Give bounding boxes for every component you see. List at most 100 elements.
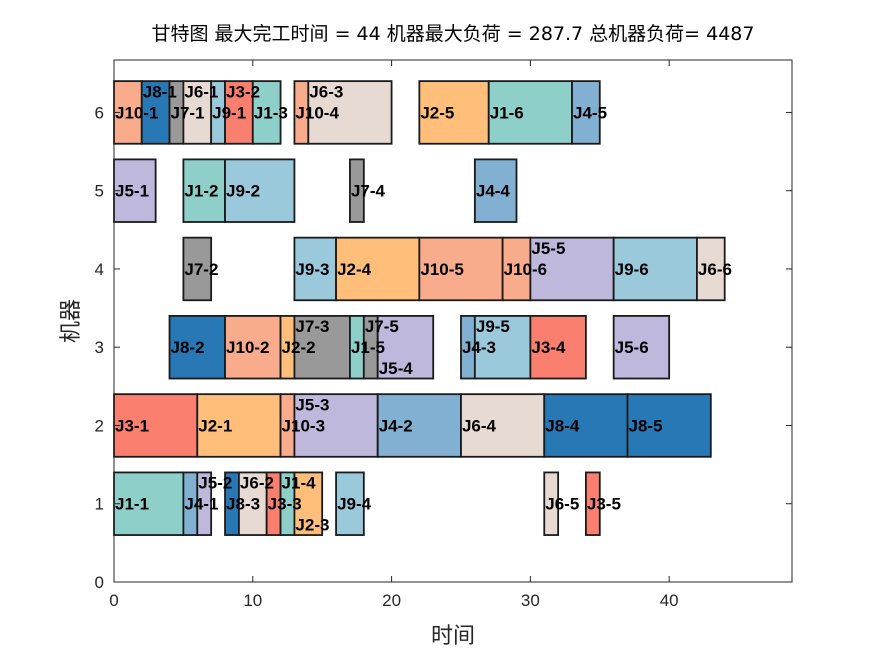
task-label: J6-3	[309, 82, 343, 101]
y-tick-label: 1	[95, 495, 104, 514]
task-bar	[418, 236, 504, 302]
task-label: J6-1	[184, 82, 218, 101]
task-bar	[182, 158, 226, 223]
chart-title: 甘特图 最大完工时间 = 44 机器最大负荷 = 287.7 总机器负荷= 44…	[151, 23, 754, 45]
task-bar	[529, 315, 587, 380]
task-label: J10-6	[504, 260, 547, 279]
task-bar	[293, 236, 337, 302]
task-label: J10-5	[420, 260, 463, 279]
task-label: J2-3	[295, 516, 329, 535]
task-label: J6-4	[462, 416, 497, 435]
task-label: J8-5	[629, 416, 663, 435]
y-tick-label: 6	[95, 103, 104, 122]
task-bar	[168, 315, 226, 380]
task-label: J3-5	[587, 495, 621, 514]
task-bar	[224, 315, 282, 380]
task-bar	[196, 393, 282, 458]
task-label: J4-5	[573, 103, 607, 122]
task-label: J8-3	[226, 495, 260, 514]
task-label: J5-1	[115, 182, 149, 201]
y-tick-label: 2	[95, 416, 104, 435]
task-bar	[113, 471, 185, 536]
task-label: J3-4	[531, 338, 566, 357]
task-label: J1-5	[351, 338, 385, 357]
task-bar	[612, 236, 698, 302]
task-bar	[418, 80, 490, 145]
task-bar	[584, 471, 601, 536]
task-label: J1-3	[254, 103, 288, 122]
task-bar	[293, 393, 379, 458]
task-bar	[113, 158, 157, 223]
x-tick-label: 0	[109, 591, 118, 610]
task-bar	[293, 471, 324, 536]
task-bar	[349, 158, 365, 223]
task-label: J6-6	[698, 260, 732, 279]
task-label: J3-3	[268, 495, 302, 514]
task-label: J4-3	[462, 338, 496, 357]
task-label: J10-1	[115, 103, 158, 122]
task-label: J9-2	[226, 182, 260, 201]
task-label: J3-1	[115, 416, 149, 435]
task-bar	[626, 393, 712, 458]
y-tick-label: 3	[95, 338, 104, 357]
task-bar	[251, 80, 282, 145]
task-label: J2-5	[420, 103, 454, 122]
task-label: J4-2	[379, 416, 413, 435]
task-label: J4-4	[476, 182, 511, 201]
task-bar	[224, 158, 296, 223]
task-label: J8-1	[143, 82, 177, 101]
task-label: J10-3	[282, 416, 325, 435]
task-label: J7-1	[171, 103, 205, 122]
task-bar	[473, 158, 518, 223]
task-label: J9-6	[615, 260, 649, 279]
x-tick-label: 40	[660, 591, 679, 610]
bars	[113, 80, 726, 536]
task-label: J6-5	[545, 495, 579, 514]
x-tick-label: 20	[382, 591, 401, 610]
task-label: J7-3	[295, 317, 329, 336]
task-bar	[335, 471, 365, 536]
task-label: J2-1	[198, 416, 232, 435]
task-bar	[376, 393, 462, 458]
task-label: J1-1	[115, 495, 149, 514]
task-bar	[140, 80, 171, 145]
y-axis-label: 机器	[59, 299, 84, 343]
task-label: J3-2	[226, 82, 260, 101]
task-label: J10-2	[226, 338, 269, 357]
task-bar	[238, 471, 268, 536]
task-label: J9-4	[337, 495, 372, 514]
task-label: J7-5	[365, 317, 399, 336]
y-tick-label: 4	[95, 260, 104, 279]
task-bar	[307, 80, 393, 145]
task-label: J1-4	[282, 474, 317, 493]
task-bar	[571, 80, 601, 145]
task-label: J10-4	[295, 103, 339, 122]
task-label: J2-4	[337, 260, 372, 279]
x-axis-label: 时间	[431, 624, 475, 649]
task-label: J1-6	[490, 103, 524, 122]
task-label: J7-2	[184, 260, 218, 279]
axes-box	[113, 59, 793, 583]
task-label: J9-1	[212, 103, 246, 122]
task-label: J8-4	[545, 416, 580, 435]
task-label: J9-5	[476, 317, 510, 336]
task-bar	[196, 471, 213, 536]
task-bar	[543, 471, 560, 536]
task-label: J5-4	[379, 359, 414, 378]
task-bar	[543, 393, 629, 458]
task-bar	[376, 315, 435, 380]
task-bar	[473, 315, 532, 380]
task-label: J6-2	[240, 474, 274, 493]
task-bar	[460, 393, 546, 458]
task-label: J9-3	[295, 260, 329, 279]
task-bar	[696, 236, 726, 302]
task-bar	[612, 315, 671, 380]
y-tick-label: 5	[95, 182, 104, 201]
task-bar	[182, 236, 213, 302]
x-tick-label: 30	[521, 591, 540, 610]
task-label: J5-5	[531, 239, 565, 258]
